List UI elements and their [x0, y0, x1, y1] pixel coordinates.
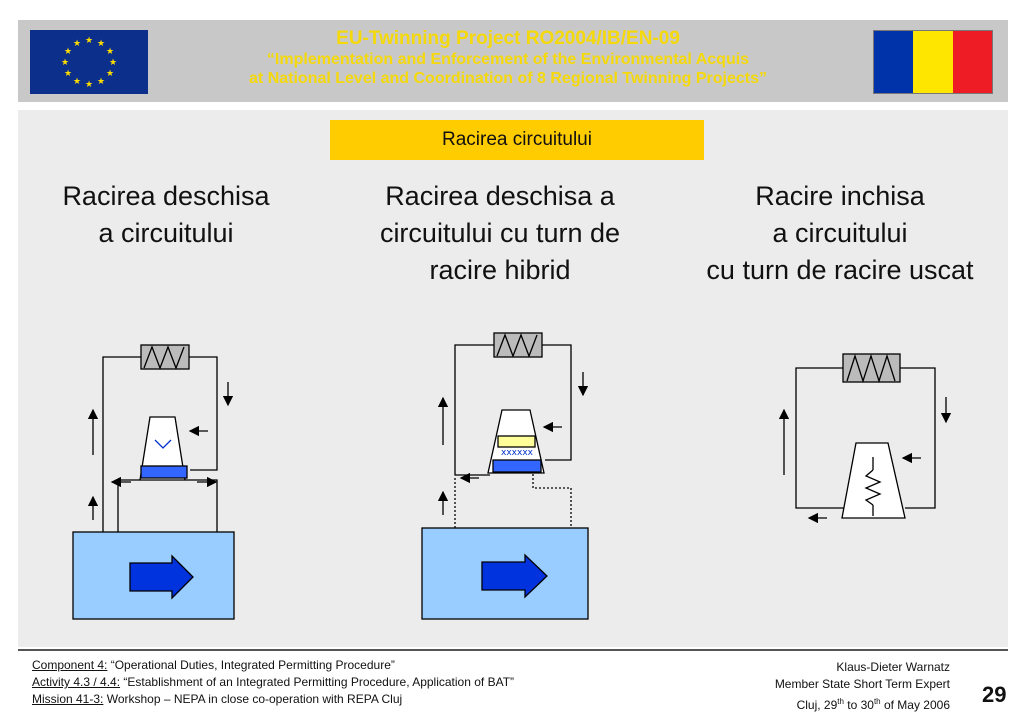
- footer-project-info: Component 4: “Operational Duties, Integr…: [32, 658, 515, 706]
- svg-text:★: ★: [61, 58, 69, 68]
- pipe-out-1: [185, 479, 218, 532]
- tower-water-1: [140, 465, 188, 479]
- svg-text:★: ★: [64, 47, 72, 57]
- heat-exchanger-icon-1: [140, 344, 190, 370]
- coil-zigzag-3: [846, 353, 896, 384]
- spray-icon-2: xxxxxx: [501, 448, 534, 458]
- diagram-closed-dry-cooling: [778, 353, 952, 524]
- section-tag: Racirea circuitului: [330, 120, 704, 160]
- svg-text:★: ★: [106, 69, 114, 79]
- romania-flag-icon: [873, 30, 993, 94]
- footer-author-info: Klaus-Dieter Warnatz Member State Short …: [775, 659, 950, 714]
- author-name: Klaus-Dieter Warnatz: [836, 660, 950, 674]
- pipe-left-1: [102, 356, 141, 532]
- page-number: 29: [982, 682, 1007, 707]
- eu-flag-icon: ★ ★ ★ ★ ★ ★ ★ ★ ★ ★ ★ ★: [30, 30, 148, 94]
- svg-text:★: ★: [73, 39, 81, 49]
- author-role: Member State Short Term Expert: [774, 677, 950, 691]
- dry-section-2: [497, 435, 536, 448]
- svg-text:★: ★: [97, 39, 105, 49]
- svg-text:★: ★: [106, 47, 114, 57]
- pipe-right-2: [542, 344, 572, 461]
- flow-arrow-icon-2: [481, 553, 548, 599]
- diagram-hybrid-cooling: xxxxxx: [421, 332, 589, 620]
- footer-divider: [18, 649, 1008, 651]
- header-banner: ★ ★ ★ ★ ★ ★ ★ ★ ★ ★ ★ ★ EU-Twinning Proj…: [18, 20, 1008, 102]
- svg-text:★: ★: [73, 77, 81, 87]
- flow-arrow-icon-1: [129, 554, 194, 600]
- tower-water-2: [492, 459, 542, 473]
- event-date: Cluj, 29th to 30th of May 2006: [796, 697, 950, 712]
- coil-zigzag-1: [143, 345, 185, 370]
- coil-zigzag-2: [496, 333, 538, 358]
- column-title-closed: Racire inchisa a circuitului cu turn de …: [706, 181, 974, 285]
- svg-text:★: ★: [85, 36, 93, 46]
- pipe-right-1: [189, 356, 218, 471]
- pipe-left-2: [454, 344, 494, 476]
- pipe-return-1: [117, 479, 140, 532]
- svg-text:★: ★: [64, 69, 72, 79]
- pipe-dotted-right-2: [532, 474, 572, 528]
- project-subtitle-line1: “Implementation and Enforcement of the E…: [266, 51, 750, 68]
- coil-spiral-icon-3: [864, 469, 882, 506]
- svg-text:★: ★: [85, 80, 93, 90]
- spray-icon-1: [154, 439, 172, 449]
- svg-text:★: ★: [109, 58, 117, 68]
- column-title-open: Racirea deschisa a circuitului: [62, 181, 270, 248]
- pipe-right-3: [900, 367, 936, 509]
- heat-exchanger-icon-2: [493, 332, 543, 358]
- project-title: EU-Twinning Project RO2004/IB/EN-09: [336, 28, 680, 49]
- column-title-hybrid: Racirea deschisa a circuitului cu turn d…: [379, 181, 621, 285]
- project-subtitle-line2: at National Level and Coordination of 8 …: [249, 70, 767, 87]
- dry-cooling-tower-3: [841, 442, 906, 519]
- svg-text:★: ★: [97, 77, 105, 87]
- project-title-block: EU-Twinning Project RO2004/IB/EN-09 “Imp…: [158, 28, 858, 88]
- pipe-left-3: [795, 367, 860, 509]
- diagram-open-cooling: [72, 344, 235, 620]
